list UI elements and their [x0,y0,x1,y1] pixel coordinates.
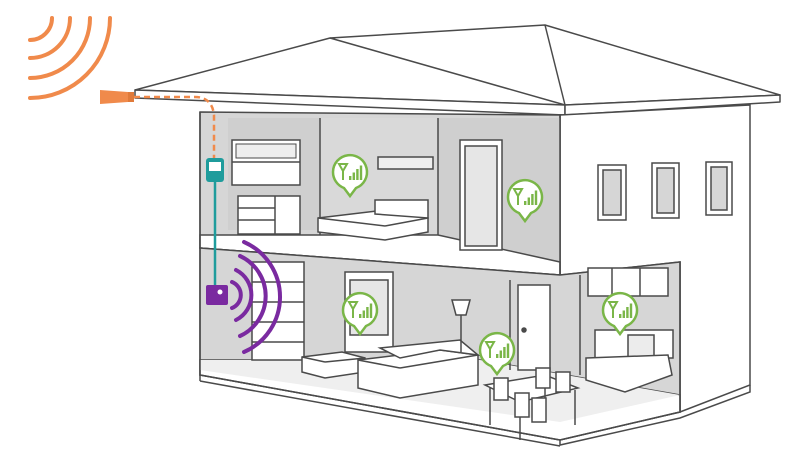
upper-floor [199,111,561,276]
signal-booster-icon [206,158,224,285]
signal-bar [499,350,502,358]
signal-bar [362,310,365,318]
signal-bars-badge-icon [506,178,544,224]
dining-set [482,367,581,440]
signal-bar [629,303,633,318]
signal-bar [506,343,510,358]
roof [134,24,781,116]
signal-bar [527,197,530,205]
outdoor-antenna-icon [100,90,134,104]
indoor-signal-waves [230,240,283,354]
lower-floor [199,247,681,441]
bedroom-window [231,139,301,186]
signal-bar [619,314,622,318]
sofa [357,339,481,399]
window-upper-2 [651,162,680,219]
signal-bars-badge-icon [601,291,639,337]
wall-art [377,156,434,170]
signal-bar [534,190,538,205]
signal-bar [503,347,506,358]
signal-bar [626,307,629,318]
back-door [517,284,551,371]
signal-bar [531,194,534,205]
dresser [237,195,301,235]
indoor-antenna-icon [206,285,228,305]
signal-bar [349,176,352,180]
signal-bar [359,165,363,180]
house-outline [199,112,751,447]
kitchen [585,267,674,393]
signal-bars-badge-icon [341,291,379,337]
signal-bar [366,307,369,318]
antenna-cable [134,95,216,158]
signal-bar [352,172,355,180]
signal-bars-badge-icon [331,153,369,199]
signal-bar [622,310,625,318]
upstairs-door [459,139,503,251]
signal-bar [369,303,373,318]
signal-bar [496,354,499,358]
coffee-table [301,351,366,379]
signal-bar [359,314,362,318]
floor-lamp [451,299,471,352]
signal-bar [356,169,359,180]
signal-badges [331,153,639,377]
window-upper-1 [597,164,627,221]
signal-bar [524,201,527,205]
signal-bars-badge-icon [478,331,516,377]
window-upper-3 [705,161,733,216]
outdoor-signal-waves [28,16,112,100]
bed [317,199,429,241]
